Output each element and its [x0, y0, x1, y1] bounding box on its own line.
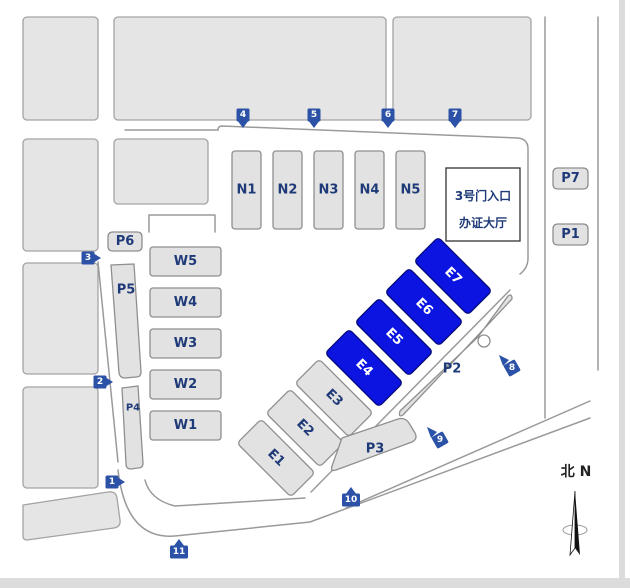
- compass-label: 北 N: [561, 464, 592, 480]
- hall-label: W1: [174, 418, 197, 433]
- hall-w5[interactable]: W5: [149, 246, 222, 277]
- parking-label: P7: [561, 171, 580, 186]
- hall-label: W4: [174, 295, 197, 310]
- parking-p5[interactable]: P5: [110, 263, 142, 379]
- gate-number: 2: [97, 377, 103, 387]
- gate-number: 1: [109, 477, 115, 487]
- parking-p6[interactable]: P6: [107, 231, 143, 252]
- gate-10[interactable]: 10: [342, 487, 360, 507]
- hall-w4[interactable]: W4: [149, 287, 222, 318]
- hall-n4[interactable]: N4: [354, 150, 385, 230]
- parking-label: P6: [116, 234, 135, 249]
- gate-2[interactable]: 2: [93, 375, 114, 389]
- gate-11[interactable]: 11: [170, 539, 188, 559]
- gate-number: 4: [240, 110, 246, 120]
- parking-label: P4: [126, 403, 140, 414]
- parking-label: P3: [366, 442, 385, 457]
- hall-e3[interactable]: E3: [295, 359, 373, 437]
- hall-e6[interactable]: E6: [385, 268, 463, 346]
- info-line2: 办证大厅: [459, 215, 507, 230]
- gate-number: 11: [173, 547, 186, 557]
- gate-4[interactable]: 4: [236, 108, 250, 129]
- hall-label: W5: [174, 254, 197, 269]
- hall-e5[interactable]: E5: [355, 298, 433, 376]
- hall-w3[interactable]: W3: [149, 328, 222, 359]
- gate-number: 7: [452, 110, 458, 120]
- gate-number: 6: [385, 110, 391, 120]
- hall-n2[interactable]: N2: [272, 150, 303, 230]
- parking-p3[interactable]: P3: [330, 417, 417, 472]
- hall-label: N4: [360, 183, 380, 198]
- parking-p2[interactable]: P2: [398, 294, 513, 417]
- parking-p4[interactable]: P4: [121, 385, 144, 470]
- hall-e4[interactable]: E4: [325, 329, 403, 407]
- gates: 1 2 3 4 5 6 7 8 9 10 11: [81, 108, 521, 559]
- hall-label: N3: [319, 183, 339, 198]
- hall-e2[interactable]: E2: [266, 389, 344, 467]
- hall-label: N1: [237, 183, 257, 198]
- gate-9[interactable]: 9: [427, 427, 449, 449]
- parking-p1[interactable]: P1: [552, 223, 589, 246]
- hall-label: W2: [174, 377, 197, 392]
- hall-n5[interactable]: N5: [395, 150, 426, 230]
- registration-info-box: 3号门入口 办证大厅: [445, 167, 521, 242]
- hall-n1[interactable]: N1: [231, 150, 262, 230]
- parking-label: P1: [561, 227, 580, 242]
- gate-1[interactable]: 1: [105, 475, 126, 489]
- hall-label: N5: [401, 183, 421, 198]
- gate-number: 3: [85, 253, 91, 263]
- parking-p7[interactable]: P7: [552, 167, 589, 190]
- north-arrow-icon: [562, 490, 588, 557]
- north-compass: 北 N: [561, 464, 592, 557]
- parking-label: P5: [117, 283, 136, 298]
- info-line1: 3号门入口: [455, 188, 511, 203]
- hall-w1[interactable]: W1: [149, 410, 222, 441]
- city-blocks: [22, 16, 532, 541]
- gate-6[interactable]: 6: [381, 108, 395, 129]
- hall-label: N2: [278, 183, 298, 198]
- gate-number: 10: [345, 495, 358, 505]
- gate-7[interactable]: 7: [448, 108, 462, 129]
- roads: [97, 16, 599, 537]
- north-halls: N1 N2 N3 N4 N5: [231, 150, 426, 230]
- hall-e1[interactable]: E1: [237, 419, 315, 497]
- hall-label: W3: [174, 336, 197, 351]
- gate-8[interactable]: 8: [499, 355, 521, 377]
- gate-number: 9: [437, 435, 443, 445]
- hall-n3[interactable]: N3: [313, 150, 344, 230]
- hall-e7[interactable]: E7: [414, 237, 492, 315]
- gate-number: 8: [509, 363, 515, 373]
- gate-5[interactable]: 5: [307, 108, 321, 129]
- gate-3[interactable]: 3: [81, 251, 102, 265]
- parking-label: P2: [443, 362, 462, 377]
- gate-number: 5: [311, 110, 317, 120]
- hall-w2[interactable]: W2: [149, 369, 222, 400]
